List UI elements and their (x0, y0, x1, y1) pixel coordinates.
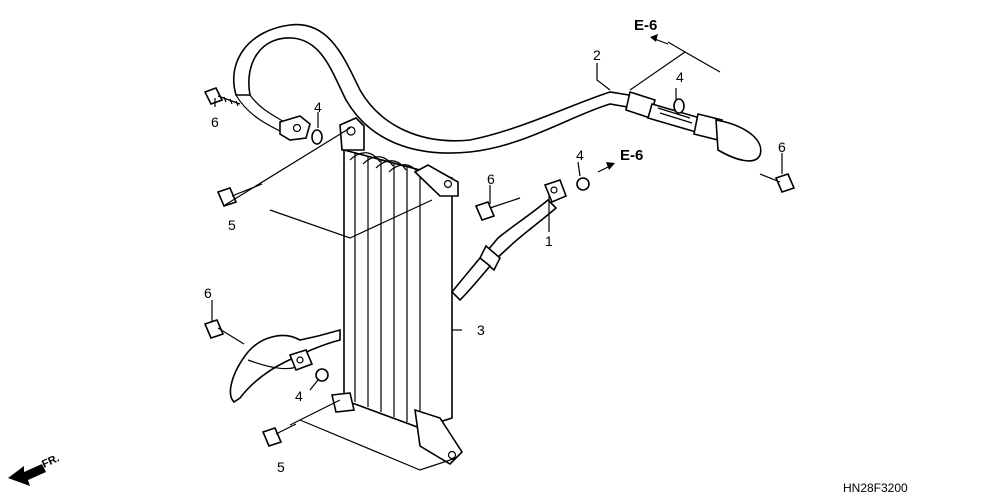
bolt-5b (261, 423, 297, 447)
callout-5: 5 (277, 459, 285, 475)
callout-4: 4 (676, 69, 684, 85)
e6-mid-arrow-icon (597, 162, 615, 173)
callout-6: 6 (487, 171, 495, 187)
callout-1: 1 (545, 233, 553, 249)
ref-e6-mid: E-6 (620, 147, 643, 164)
washer-4a (311, 129, 323, 145)
oil-hose-lower (450, 178, 568, 302)
callout-4: 4 (314, 99, 322, 115)
bolt-6b (759, 173, 796, 193)
callout-6: 6 (211, 114, 219, 130)
bolt-6c (474, 197, 521, 221)
bolt-6a (203, 87, 241, 107)
callout-3: 3 (477, 322, 485, 338)
bolt-5a (216, 183, 263, 207)
oil-cooler (331, 117, 464, 466)
callout-6: 6 (778, 139, 786, 155)
washer-4b (673, 98, 685, 114)
washer-4c (576, 177, 590, 191)
oil-hose-loop (229, 328, 341, 404)
ref-e6-top: E-6 (634, 17, 657, 34)
oil-pipe-upper (233, 23, 762, 162)
callout-4: 4 (295, 388, 303, 404)
washer-4d (315, 368, 329, 382)
diagram-code: HN28F3200 (843, 481, 908, 495)
callout-6: 6 (204, 285, 212, 301)
callout-4: 4 (576, 147, 584, 163)
bolt-6d (203, 319, 245, 345)
callout-2: 2 (593, 47, 601, 63)
front-arrow-icon (8, 464, 46, 486)
front-marker-label: FR. (40, 452, 61, 470)
e6-top-arrow-icon (650, 34, 669, 45)
leader-lines (211, 41, 783, 471)
callout-5: 5 (228, 217, 236, 233)
